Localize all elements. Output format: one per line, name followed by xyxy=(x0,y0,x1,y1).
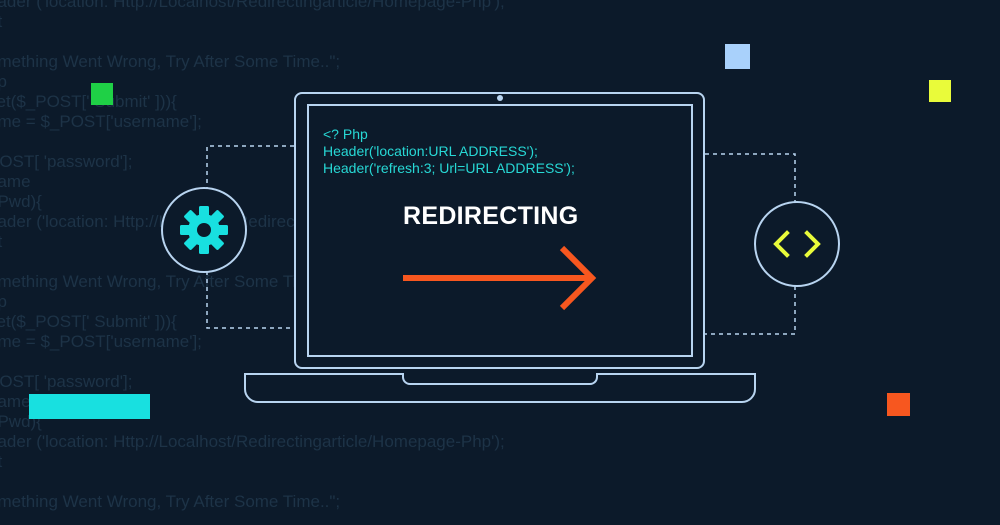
screen-code: <? Php Header('location:URL ADDRESS'); H… xyxy=(323,126,575,177)
bg-code-line: hp xyxy=(0,292,7,311)
bg-code-line: POST[ 'password']; xyxy=(0,152,133,171)
decor-square-orange xyxy=(887,393,910,416)
connector-right-bottom xyxy=(705,286,796,335)
background-code: eader ('location: Http://Localhost/Redir… xyxy=(0,0,505,512)
redirecting-title: REDIRECTING xyxy=(403,202,579,230)
laptop-screen xyxy=(307,104,693,357)
bg-code-line: POST[ 'password']; xyxy=(0,372,133,391)
screen-code-line: Header('refresh:3; Url=URL ADDRESS'); xyxy=(323,160,575,176)
bg-code-line: et xyxy=(0,12,505,32)
bg-code-line: omething Went Wrong, Try After Some Time… xyxy=(0,492,341,511)
connector-right-top xyxy=(705,153,796,205)
code-brackets-icon xyxy=(773,230,821,258)
bg-code-line: eader ('location: Http://Localhost/Redir… xyxy=(0,0,505,11)
bg-code-line: omething Went Wrong, Try After Some Time… xyxy=(0,52,341,71)
bg-code-line: set($_POST[' Submit' ])){ xyxy=(0,312,177,331)
bg-code-line: $Pwd){ xyxy=(0,192,42,211)
bg-code-line: et xyxy=(0,452,505,472)
bg-code-line: ame = $_POST['username']; xyxy=(0,112,202,131)
bg-code-line: hp xyxy=(0,72,7,91)
decor-square-blue xyxy=(725,44,750,69)
gear-circle xyxy=(161,187,247,273)
bg-code-line: et xyxy=(0,232,505,252)
bg-code-line: name xyxy=(0,392,31,411)
decor-square-green xyxy=(91,83,113,105)
decor-square-yellow xyxy=(929,80,951,102)
bg-code-line: eader ('location: Http://Localhost/Redir… xyxy=(0,432,505,451)
decor-bar-cyan xyxy=(29,394,150,419)
screen-code-line: <? Php xyxy=(323,126,368,142)
bg-code-line: ame = $_POST['username']; xyxy=(0,332,202,351)
bg-code-line: name xyxy=(0,172,31,191)
connector-left-bottom xyxy=(206,271,294,329)
laptop-camera xyxy=(497,95,503,101)
laptop-notch xyxy=(402,373,598,385)
code-circle xyxy=(754,201,840,287)
gear-icon xyxy=(180,206,228,254)
screen-code-line: Header('location:URL ADDRESS'); xyxy=(323,143,538,159)
